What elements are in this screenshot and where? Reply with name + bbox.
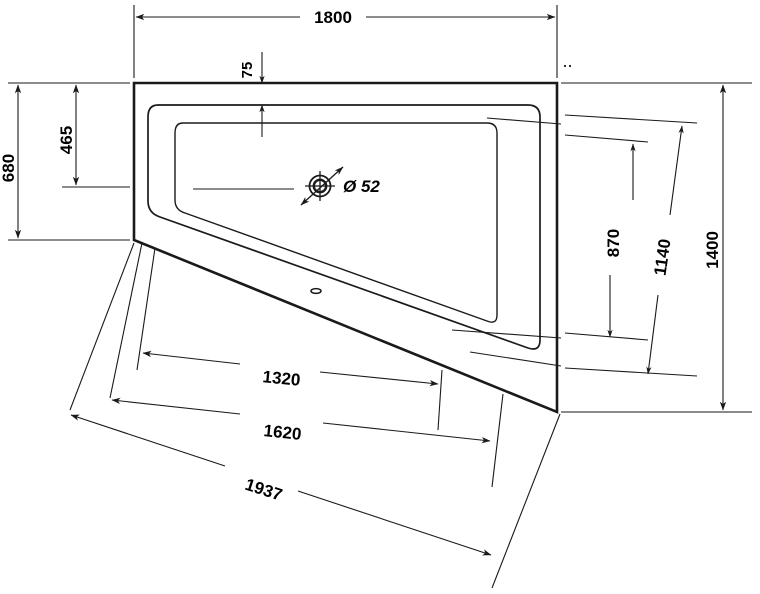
dimension-1620-label: 1620: [263, 421, 303, 444]
tub-inner-leader-lines: [451, 117, 562, 367]
dimension-75-label: 75: [239, 62, 256, 79]
drain-diameter-label: Ø 52: [343, 177, 380, 196]
dimension-870-label: 870: [604, 229, 623, 257]
dimension-465: [62, 84, 130, 188]
dimension-1937: [70, 414, 492, 556]
corner-dot-marks: [563, 64, 572, 68]
dimension-1140-label: 1140: [651, 238, 675, 277]
dimension-1620: [111, 397, 491, 444]
dimension-680: [8, 82, 130, 241]
dimension-1320: [142, 350, 439, 387]
dimension-1937-label: 1937: [243, 475, 285, 505]
bottom-right-extension-lines: [437, 369, 561, 589]
dimension-1400-label: 1400: [703, 231, 722, 269]
dimension-1320-label: 1320: [262, 367, 301, 390]
right-extension-lines: [564, 114, 698, 377]
dimension-1800: [133, 5, 558, 78]
dimension-1140: [646, 125, 684, 375]
dimension-1400: [561, 82, 752, 413]
bottom-left-extension-lines: [69, 242, 156, 411]
dimension-870: [607, 143, 636, 338]
dimension-1800-label: 1800: [314, 8, 352, 27]
tub-outer-outline: [132, 81, 559, 414]
dimension-680-label: 680: [0, 154, 18, 182]
drain-symbol: [300, 166, 344, 206]
dimension-465-label: 465: [57, 126, 76, 154]
overflow-fitting-mark: [310, 287, 322, 295]
tub-basin-contour: [174, 122, 498, 323]
tub-rim-contour: [147, 104, 541, 350]
